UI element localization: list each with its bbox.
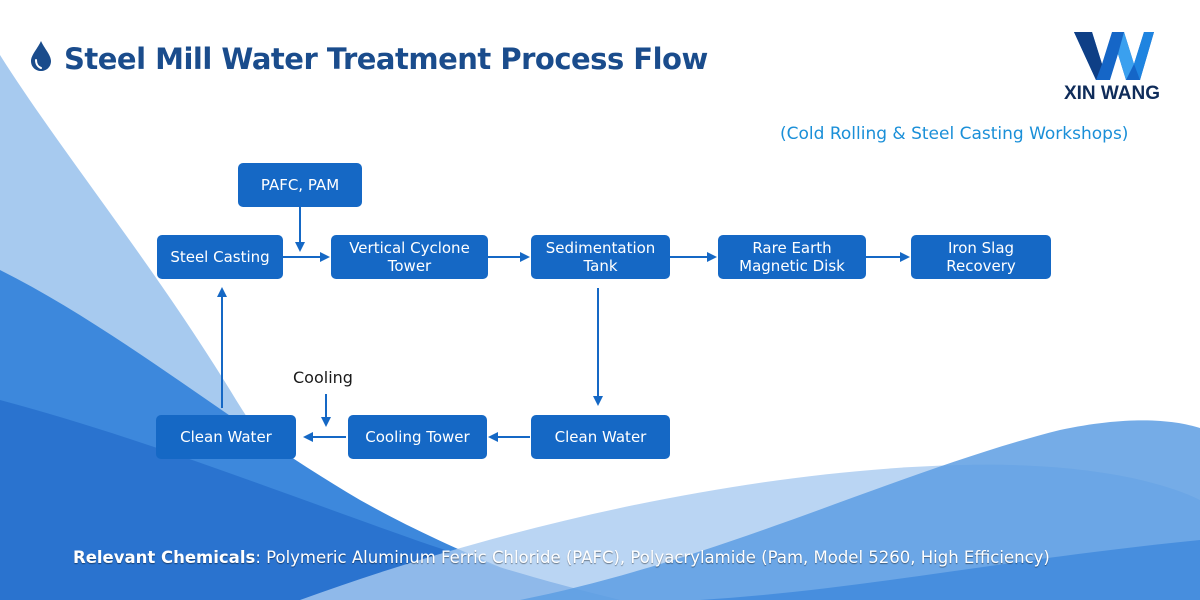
- node-cyclone-line1: Vertical Cyclone: [349, 239, 470, 257]
- footer-text: : Polymeric Aluminum Ferric Chloride (PA…: [255, 548, 1050, 567]
- w-logo-icon: [1074, 32, 1154, 80]
- logo-text: XIN WANG: [1063, 83, 1161, 104]
- node-vertical-cyclone-tower: Vertical Cyclone Tower: [331, 235, 488, 279]
- node-clean-water-left: Clean Water: [156, 415, 296, 459]
- node-magnetic-line1: Rare Earth: [752, 239, 832, 257]
- footer-label: Relevant Chemicals: [73, 548, 256, 567]
- node-cooling-tower: Cooling Tower: [348, 415, 487, 459]
- subtitle: (Cold Rolling & Steel Casting Workshops): [780, 124, 1129, 144]
- node-pafc-pam: PAFC, PAM: [238, 163, 362, 207]
- node-steel-casting: Steel Casting: [157, 235, 283, 279]
- node-slag-line1: Iron Slag: [947, 239, 1015, 257]
- node-sed-line1: Sedimentation: [545, 239, 656, 257]
- node-magnetic-line2: Magnetic Disk: [739, 257, 845, 275]
- cooling-label: Cooling: [293, 368, 353, 387]
- brand-logo: XIN WANG: [1062, 28, 1172, 108]
- node-rare-earth-magnetic-disk: Rare Earth Magnetic Disk: [718, 235, 866, 279]
- node-sed-line2: Tank: [583, 257, 618, 275]
- water-drop-icon: [30, 40, 52, 77]
- page-title: Steel Mill Water Treatment Process Flow: [30, 40, 708, 77]
- node-cyclone-line2: Tower: [387, 257, 432, 275]
- node-sedimentation-tank: Sedimentation Tank: [531, 235, 670, 279]
- relevant-chemicals-footer: Relevant Chemicals: Polymeric Aluminum F…: [73, 548, 1050, 567]
- node-iron-slag-recovery: Iron Slag Recovery: [911, 235, 1051, 279]
- title-text: Steel Mill Water Treatment Process Flow: [64, 41, 708, 76]
- node-slag-line2: Recovery: [946, 257, 1016, 275]
- node-clean-water-right: Clean Water: [531, 415, 670, 459]
